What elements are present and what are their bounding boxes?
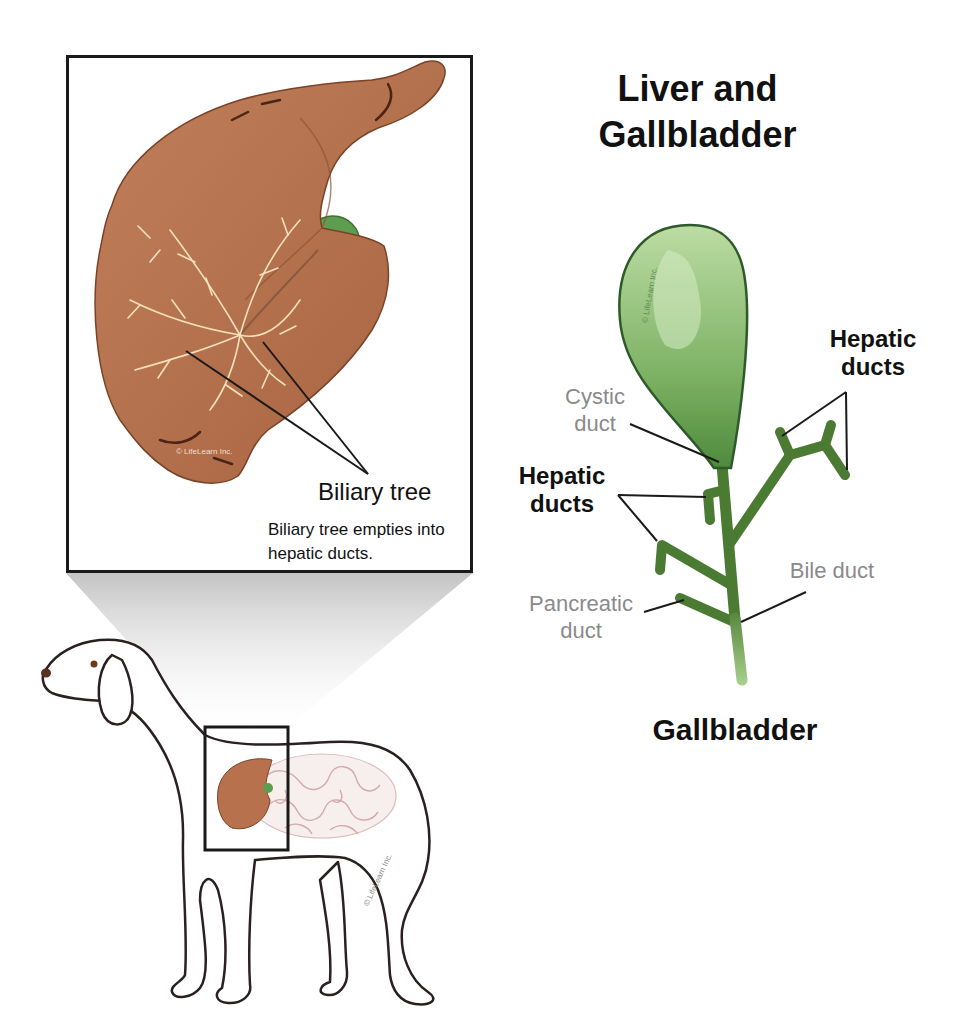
dog-hind-leg [320,862,347,995]
note-text: Biliary tree empties into hepatic ducts. [268,518,448,566]
part-label: Bile duct [788,557,876,584]
lobe-outline [245,118,331,300]
biliary-tree [128,218,300,410]
zoom-box [205,727,288,850]
liver-shape [95,61,445,483]
dog-liver [218,759,272,829]
lobe-fissures [160,84,391,464]
gallbladder-illustration [619,225,845,680]
part-label: Pancreatic duct [506,590,656,644]
part-label: Hepatic ducts [808,325,938,381]
dog-organs [218,754,396,838]
liver-illustration [95,61,445,483]
callout-label: Biliary tree [318,478,431,506]
dog-illustration [43,640,433,1005]
diagram-title: Liver and Gallbladder [555,66,840,158]
figure-caption: Gallbladder [610,712,860,748]
dog-eye [91,661,98,668]
dog-outline [43,640,433,1005]
vessel-line [240,250,318,335]
dog-ear [99,655,133,724]
leader-lines [618,392,847,622]
part-label: Cystic duct [543,383,647,437]
dog-nose [41,669,51,678]
gallbladder-shape [619,225,747,468]
part-label: Hepatic ducts [498,462,626,518]
watermark: © LifeLearn Inc. [176,447,233,457]
inset-frame: Biliary treeBiliary tree empties into he… [66,55,473,573]
